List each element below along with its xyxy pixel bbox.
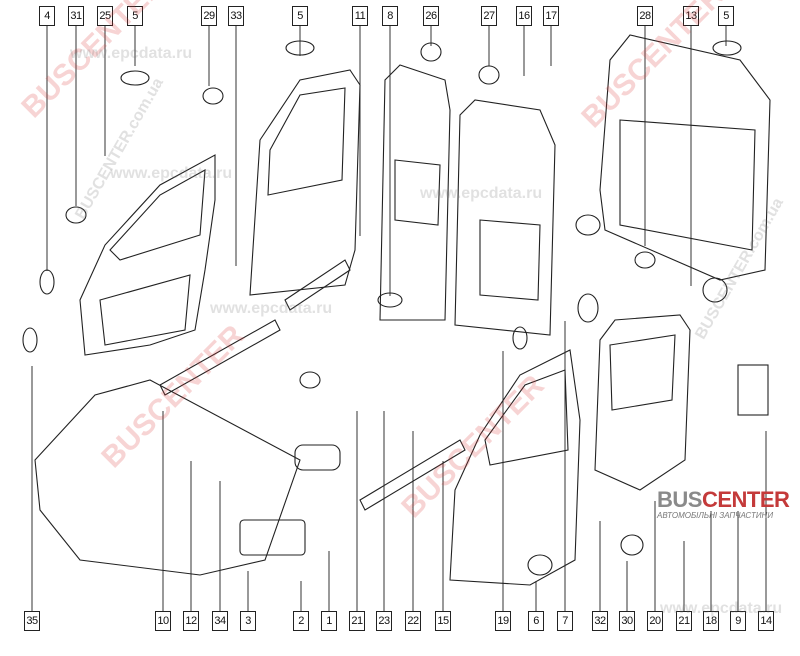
callout-bottom-30: 30 xyxy=(619,611,635,631)
callout-bottom-2: 2 xyxy=(293,611,309,631)
callout-top-4: 4 xyxy=(39,6,55,26)
sliding-door-frame xyxy=(249,69,361,296)
buscenter-logo: BUSCENTER АВТОМОБІЛЬНІ ЗАПЧАСТИНИ xyxy=(657,487,790,520)
callout-top-5: 5 xyxy=(127,6,143,26)
callout-top-5: 5 xyxy=(292,6,308,26)
callout-bottom-22: 22 xyxy=(405,611,421,631)
callout-top-16: 16 xyxy=(516,6,532,26)
callout-bottom-9: 9 xyxy=(730,611,746,631)
callout-bottom-21: 21 xyxy=(676,611,692,631)
leader-lines xyxy=(31,26,767,611)
callout-top-5: 5 xyxy=(718,6,734,26)
hood xyxy=(34,379,301,576)
callout-top-13: 13 xyxy=(683,6,699,26)
callout-top-29: 29 xyxy=(201,6,217,26)
rear-door-left xyxy=(379,64,451,321)
callout-top-27: 27 xyxy=(481,6,497,26)
callout-top-31: 31 xyxy=(68,6,84,26)
callout-top-28: 28 xyxy=(637,6,653,26)
callout-top-25: 25 xyxy=(97,6,113,26)
callout-bottom-7: 7 xyxy=(557,611,573,631)
callout-top-33: 33 xyxy=(228,6,244,26)
callout-bottom-14: 14 xyxy=(758,611,774,631)
callout-bottom-18: 18 xyxy=(703,611,719,631)
callout-bottom-23: 23 xyxy=(376,611,392,631)
callout-bottom-3: 3 xyxy=(240,611,256,631)
callout-bottom-35: 35 xyxy=(24,611,40,631)
callout-bottom-10: 10 xyxy=(155,611,171,631)
logo-bus: BUS xyxy=(657,487,702,512)
callout-bottom-6: 6 xyxy=(528,611,544,631)
callout-bottom-32: 32 xyxy=(592,611,608,631)
callout-bottom-34: 34 xyxy=(212,611,228,631)
logo-center: CENTER xyxy=(701,487,790,512)
rear-door-right xyxy=(454,99,556,336)
callout-top-26: 26 xyxy=(423,6,439,26)
callout-bottom-12: 12 xyxy=(183,611,199,631)
callout-bottom-19: 19 xyxy=(495,611,511,631)
callout-bottom-15: 15 xyxy=(435,611,451,631)
callout-bottom-21: 21 xyxy=(349,611,365,631)
callout-bottom-1: 1 xyxy=(321,611,337,631)
grommet xyxy=(202,87,224,105)
rear-side-door xyxy=(594,314,691,491)
front-door-right xyxy=(449,349,581,586)
callout-bottom-20: 20 xyxy=(647,611,663,631)
rear-hatch xyxy=(599,34,771,281)
front-door-left xyxy=(79,154,216,356)
callout-top-11: 11 xyxy=(352,6,368,26)
logo-tagline: АВТОМОБІЛЬНІ ЗАПЧАСТИНИ xyxy=(657,511,774,520)
sill-strip xyxy=(159,319,281,396)
callout-top-8: 8 xyxy=(382,6,398,26)
callout-top-17: 17 xyxy=(543,6,559,26)
